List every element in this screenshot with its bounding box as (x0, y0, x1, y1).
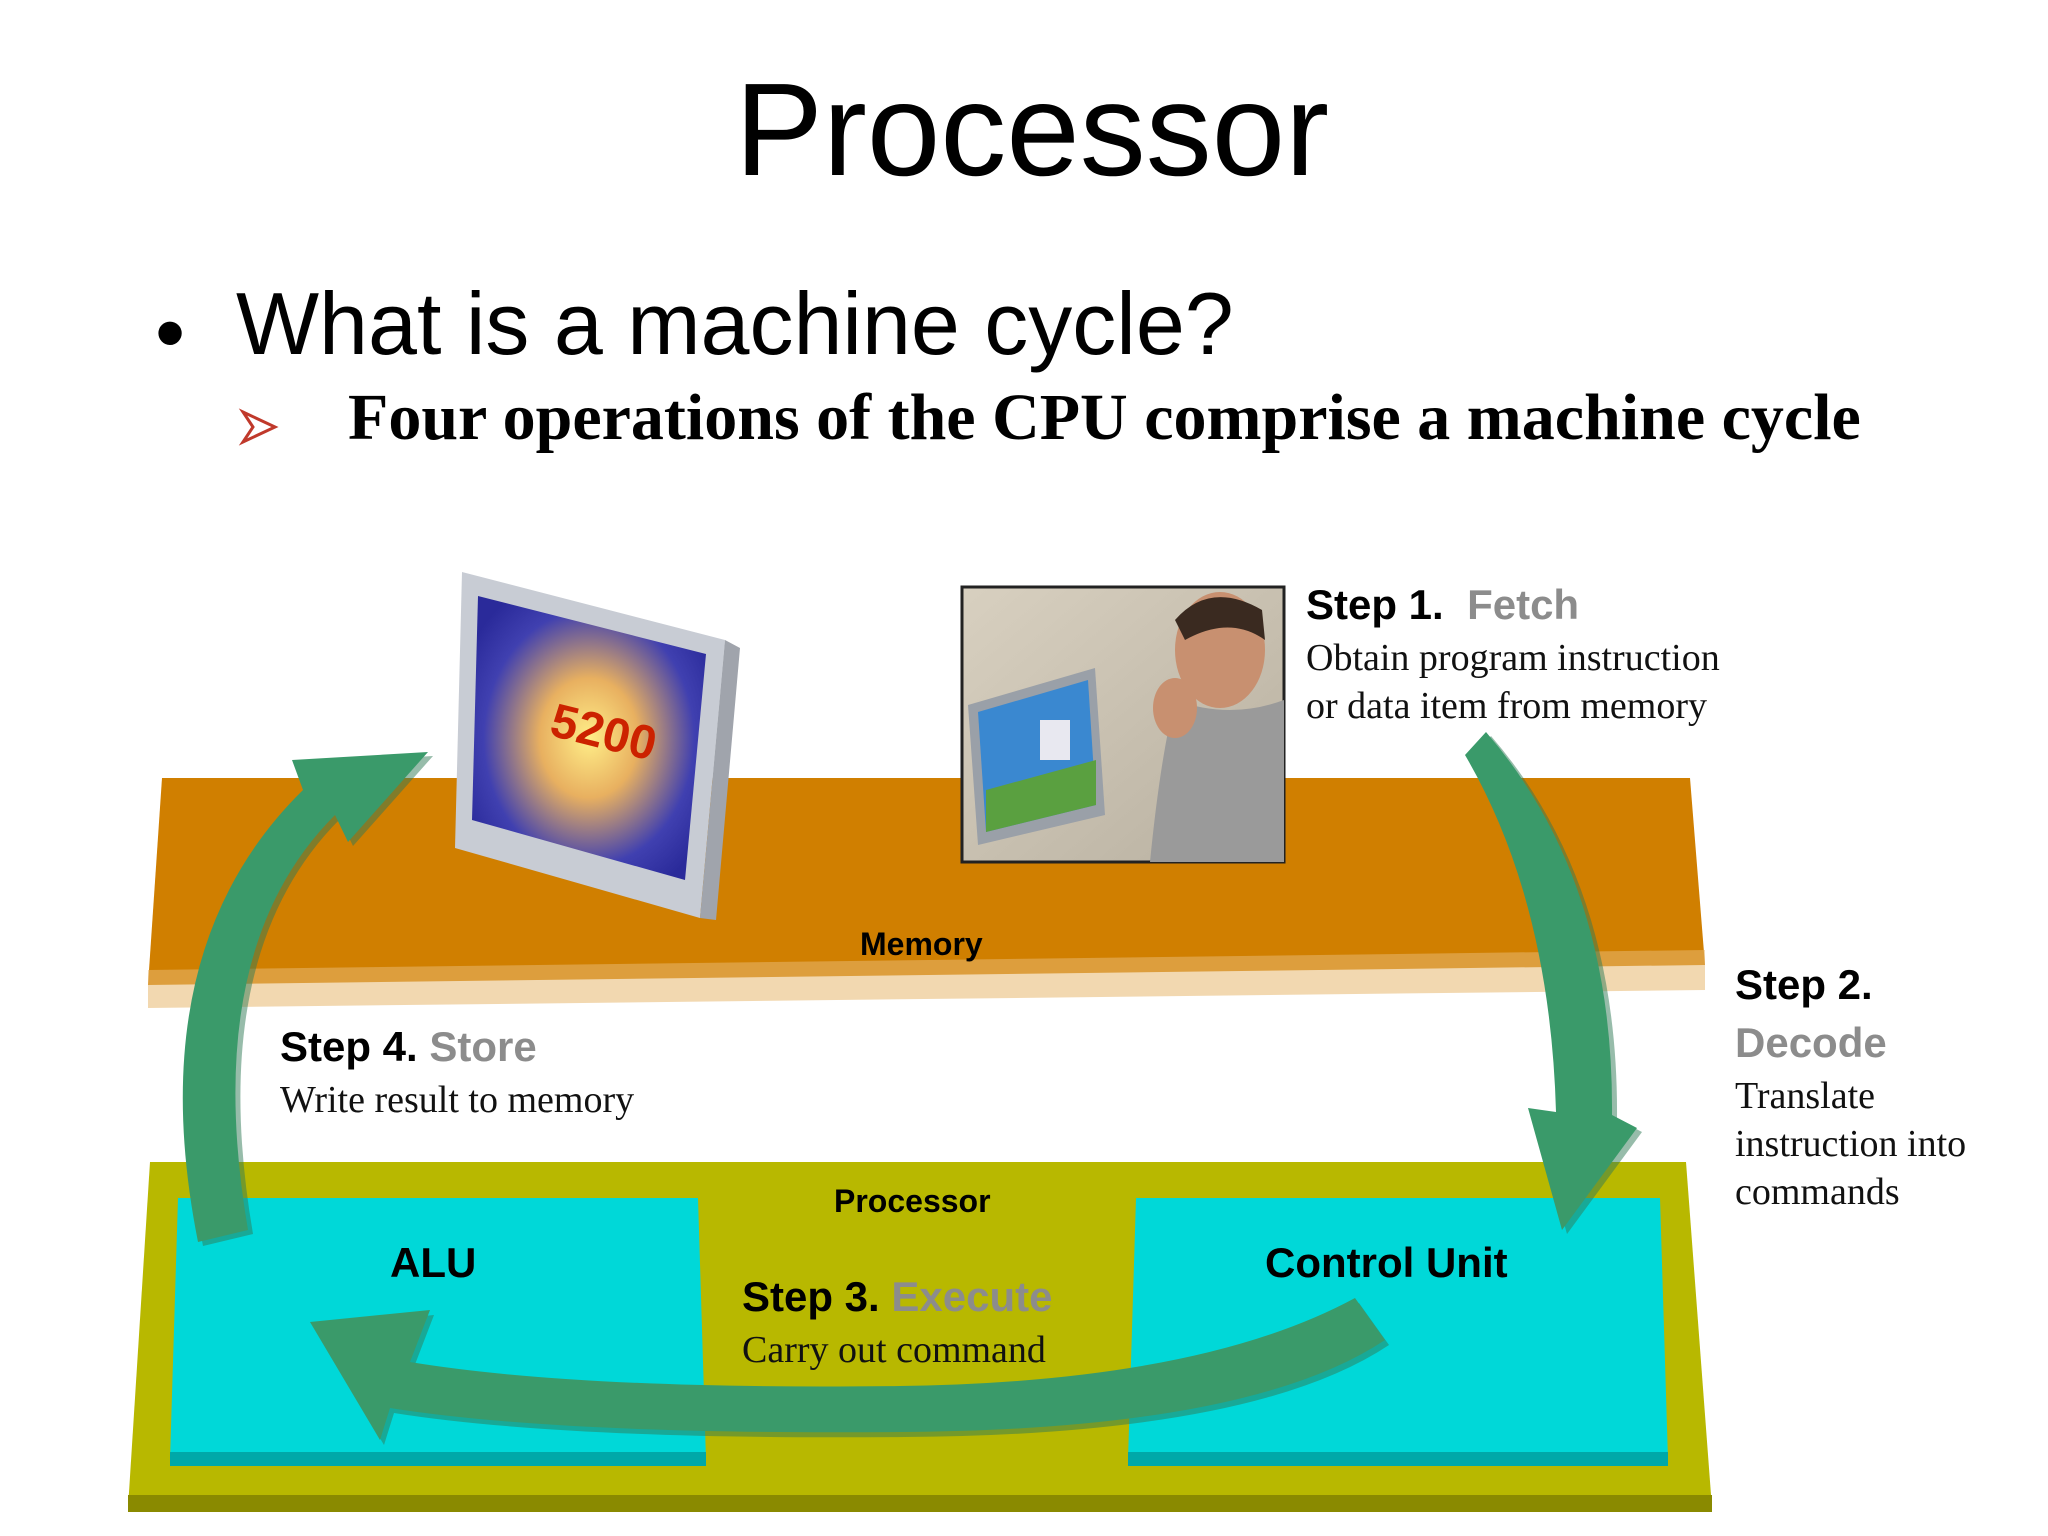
step-1-name: Fetch (1467, 581, 1580, 628)
step-4-number: Step 4. (280, 1023, 418, 1070)
step-1-description: Obtain program instruction or data item … (1306, 634, 1720, 730)
step-1-heading: Step 1. Fetch (1306, 584, 1579, 626)
store-arrow (182, 752, 433, 1246)
step-1-number: Step 1. (1306, 581, 1444, 628)
slide-title: Processor (734, 56, 1330, 203)
step-2-desc-line: commands (1735, 1171, 1900, 1213)
alu-label: ALU (390, 1239, 477, 1286)
step-1-desc-line: Obtain program instruction (1306, 637, 1720, 679)
step-1-desc-line: or data item from memory (1306, 685, 1707, 727)
fetch-decode-arrow (1465, 732, 1642, 1234)
step-3-number: Step 3. (742, 1273, 880, 1320)
step-2-name: Decode (1735, 1019, 1887, 1066)
step-3-description: Carry out command (742, 1326, 1046, 1374)
execute-arrow (310, 1298, 1389, 1445)
bullet-marker: • (155, 285, 186, 381)
arrow-bullet-icon (238, 408, 279, 446)
control-unit-label: Control Unit (1265, 1239, 1508, 1286)
bullet-question: What is a machine cycle? (236, 274, 1234, 373)
step-2-desc-line: instruction into (1735, 1123, 1967, 1165)
memory-label: Memory (860, 926, 983, 962)
step-4-heading: Step 4. Store (280, 1026, 537, 1068)
step-4-name: Store (429, 1023, 537, 1070)
step-2-number: Step 2. (1735, 961, 1873, 1008)
step-3-desc-line: Carry out command (742, 1329, 1046, 1371)
step-3-name: Execute (891, 1273, 1053, 1320)
processor-label: Processor (834, 1183, 991, 1219)
step-4-desc-line: Write result to memory (280, 1079, 635, 1121)
person-at-computer-photo (960, 585, 1286, 864)
step-4-description: Write result to memory (280, 1076, 634, 1124)
sub-bullet-text: Four operations of the CPU comprise a ma… (348, 381, 1861, 454)
step-2-desc-line: Translate (1735, 1075, 1876, 1117)
step-2-description: Translate instruction into commands (1735, 1072, 1966, 1216)
monitor-icon: 5200 (455, 572, 740, 920)
step-3-heading: Step 3. Execute (742, 1276, 1052, 1318)
